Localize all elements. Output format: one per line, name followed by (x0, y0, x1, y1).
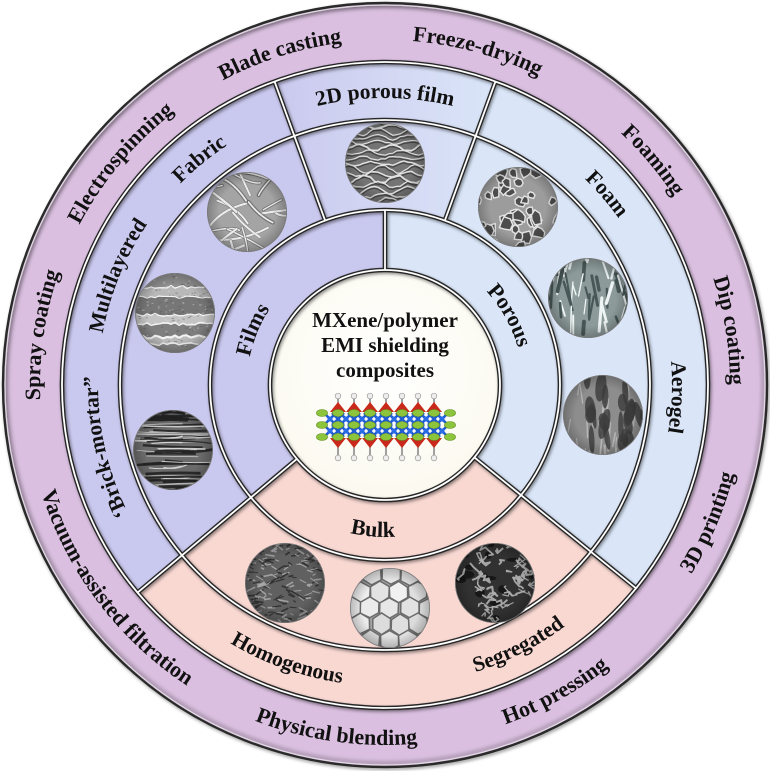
sem-image-homogenous-frame (244, 543, 325, 624)
methods-ring-inner-shade (5, 5, 765, 765)
sem-image-aerogel-frame (563, 374, 644, 455)
sector-divider (273, 81, 326, 221)
sector-porous-inner (385, 210, 560, 496)
sem-image-brick-mortar (133, 410, 213, 490)
sector-films-inner (209, 209, 385, 498)
center-title-line-1: MXene/polymer (312, 308, 458, 332)
center-title-line-3: composites (336, 358, 434, 382)
sector-divider (136, 458, 298, 594)
sem-image-fabric-frame (206, 171, 287, 252)
sector-bulk-inner (250, 457, 521, 561)
ring-border (119, 119, 651, 651)
sem-image-segregated-frame (454, 543, 535, 624)
subtype-label-aerogel: Aerogel (663, 360, 691, 435)
sector-fills (3, 3, 767, 767)
subtype-label-aerogel-text: Aerogel (663, 360, 691, 435)
ring-border (61, 61, 709, 709)
sem-image-cellular-frame (349, 568, 430, 649)
sem-micrographs (132, 123, 644, 649)
sector-divider (444, 81, 497, 221)
category-label-bulk: Bulk (349, 513, 396, 542)
sem-image-2d-porous-film-frame (344, 123, 425, 203)
mxene-crystal-structure-icon (316, 392, 456, 462)
center-title-line-2: EMI shielding (321, 333, 449, 357)
sem-image-homogenous (245, 543, 325, 623)
sem-image-foam-frame (477, 166, 558, 247)
sem-image-porous-network-frame (548, 257, 629, 338)
center-disc (271, 271, 499, 499)
center-hub: MXene/polymer EMI shielding composites (312, 308, 458, 462)
category-label-bulk-text: Bulk (349, 513, 396, 542)
outer-edge-highlight (4, 4, 766, 766)
sem-image-multilayered-frame (134, 272, 215, 353)
sector-divider (473, 456, 637, 589)
sem-image-brick-mortar-frame (132, 409, 213, 490)
